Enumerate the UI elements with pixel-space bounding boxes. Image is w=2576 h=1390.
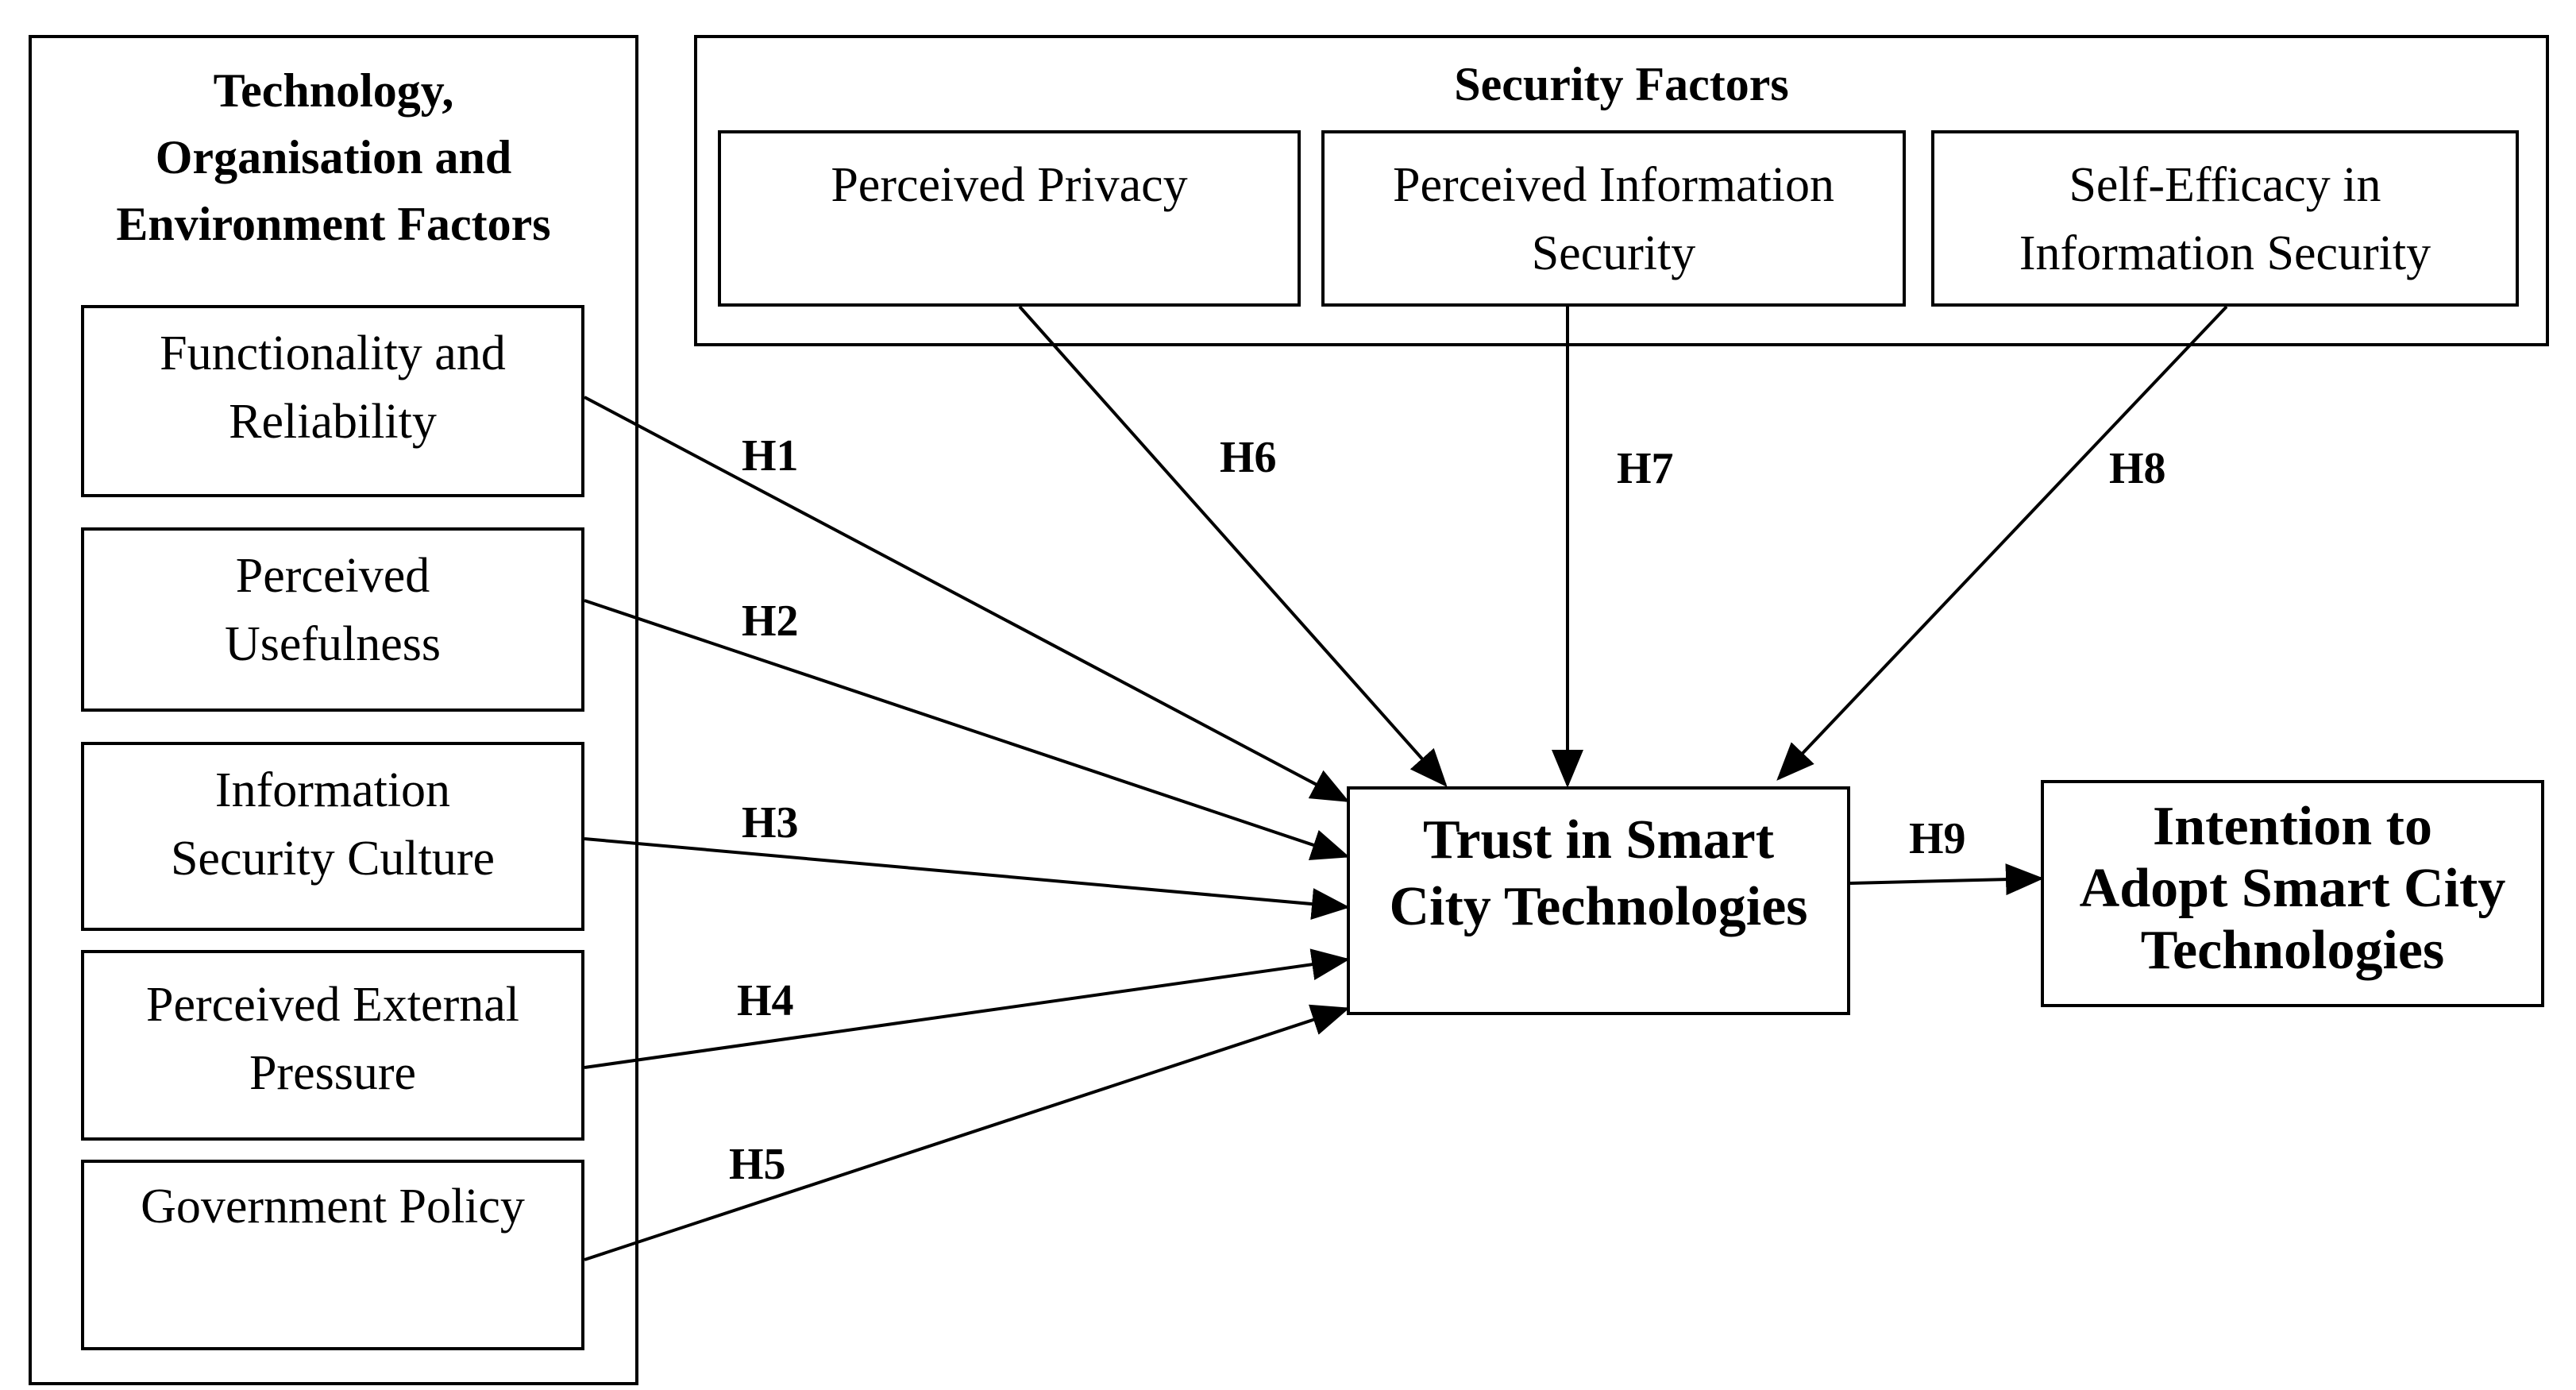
toe-factors-title: Technology, Organisation and Environment… [116, 64, 551, 250]
hypothesis-label-h9: H9 [1909, 814, 1966, 863]
hypothesis-label-h2: H2 [742, 597, 799, 646]
trust-smart-city-box [1347, 786, 1850, 1015]
trust-smart-city-label: Trust in Smart City Technologies [1389, 809, 1808, 937]
arrow-h8 [1776, 305, 2228, 781]
factor-perceived-external-pressure-label: Perceived External Pressure [146, 978, 519, 1100]
security-factors-group [694, 35, 2549, 346]
arrow-h4 [584, 948, 1350, 1069]
hypothesis-label-h6: H6 [1220, 433, 1277, 482]
factor-perceived-usefulness-label: Perceived Usefulness [224, 549, 442, 671]
factor-functionality-reliability-label: Functionality and Reliability [160, 326, 506, 449]
factor-self-efficacy-information-security-label: Self-Efficacy in Information Security [2019, 158, 2431, 280]
arrow-h2 [584, 599, 1350, 860]
factor-self-efficacy-information-security [1931, 130, 2519, 307]
hypothesis-label-h8: H8 [2109, 444, 2166, 493]
hypothesis-label-h7: H7 [1617, 444, 1674, 493]
arrow-h1 [584, 396, 1350, 802]
arrow-h3 [584, 837, 1350, 920]
hypothesis-label-h1: H1 [742, 431, 799, 481]
hypothesis-label-h5: H5 [729, 1140, 786, 1189]
security-factors-title: Security Factors [1454, 58, 1789, 110]
factor-perceived-information-security [1321, 130, 1906, 307]
factor-perceived-usefulness [81, 527, 584, 712]
arrow-h5 [584, 1004, 1350, 1261]
factor-government-policy [81, 1160, 584, 1350]
intention-adopt-label: Intention to Adopt Smart City Technologi… [2079, 796, 2506, 981]
factor-government-policy-label: Government Policy [141, 1180, 525, 1234]
factor-perceived-external-pressure [81, 950, 584, 1141]
factor-perceived-information-security-label: Perceived Information Security [1392, 158, 1835, 280]
factor-perceived-privacy [718, 130, 1301, 307]
factor-functionality-reliability [81, 305, 584, 497]
arrow-h9 [1849, 863, 2044, 896]
factor-perceived-privacy-label: Perceived Privacy [831, 158, 1188, 212]
toe-factors-group [29, 35, 638, 1385]
factor-information-security-culture [81, 742, 584, 931]
arrow-h6 [1018, 305, 1448, 787]
hypothesis-label-h3: H3 [742, 798, 799, 848]
factor-information-security-culture-label: Information Security Culture [170, 763, 496, 886]
hypothesis-label-h4: H4 [737, 976, 794, 1025]
